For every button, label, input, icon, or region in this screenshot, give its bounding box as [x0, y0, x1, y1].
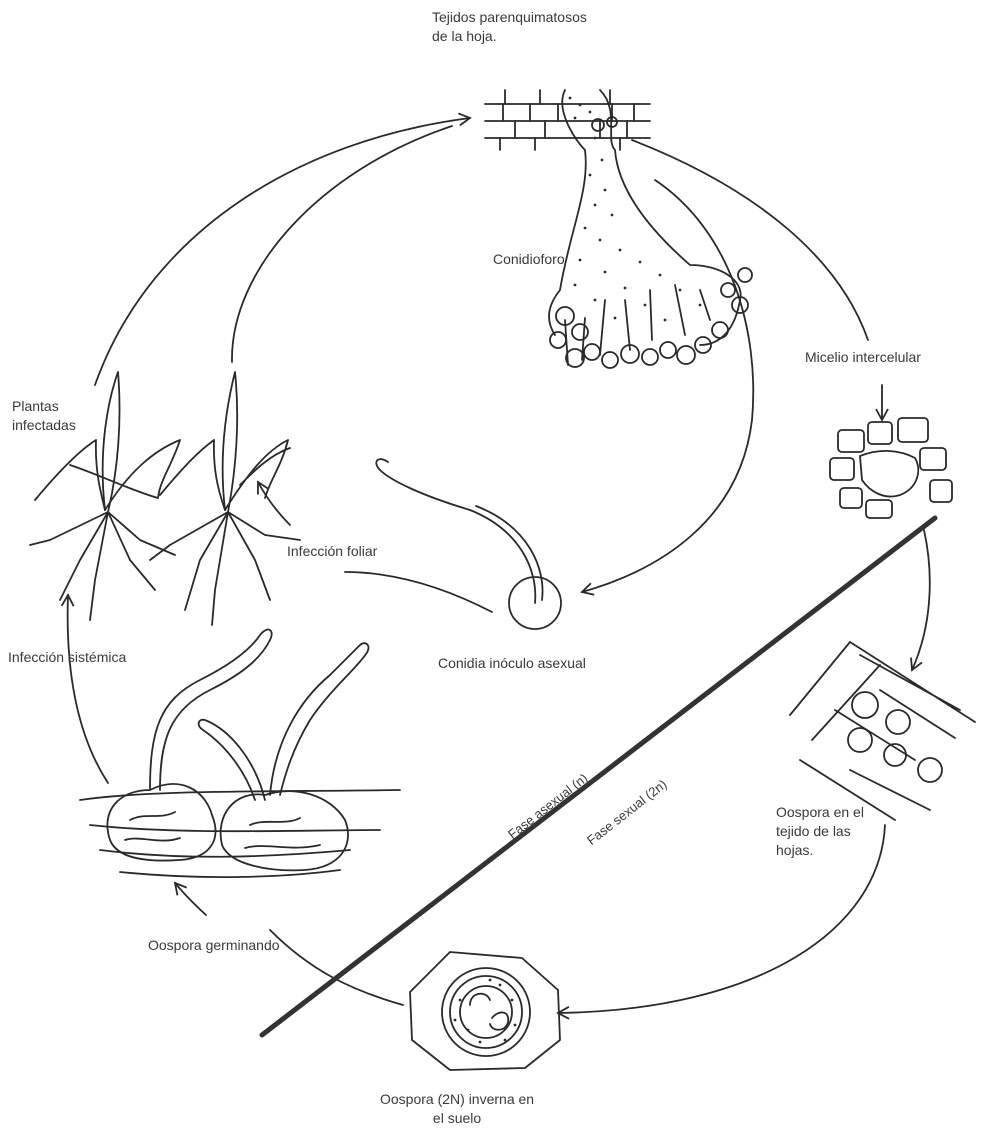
arrow-oospora-germinando — [175, 883, 206, 915]
label-infeccion-foliar: Infección foliar — [287, 542, 377, 561]
label-oospora-tejido: Oospora en el tejido de las hojas. — [776, 803, 864, 860]
label-tejidos: Tejidos parenquimatosos de la hoja. — [432, 8, 587, 46]
label-plantas-line2: infectadas — [12, 416, 76, 435]
arrow-tissue-to-micelio — [632, 140, 868, 340]
label-tejidos-line2: de la hoja. — [432, 27, 587, 46]
label-tejidos-line1: Tejidos parenquimatosos — [432, 8, 587, 27]
conidiophore-illustration — [549, 90, 752, 368]
arrow-conidia-to-plants — [345, 572, 492, 612]
label-oospora-inverna: Oospora (2N) inverna en el suelo — [380, 1090, 534, 1128]
oospore-stipple — [454, 979, 517, 1044]
label-oospora-tejido-line1: Oospora en el — [776, 803, 864, 822]
arrow-germinating-to-plants — [68, 595, 108, 783]
germinating-oospore-illustration — [80, 630, 400, 878]
label-conidioforo: Conidioforo — [493, 250, 565, 269]
label-infeccion-sistemica: Infección sistémica — [8, 648, 126, 667]
label-plantas-line1: Plantas — [12, 397, 76, 416]
leaf-tissue-illustration — [485, 90, 650, 150]
conidiophore-stipple — [569, 97, 702, 322]
label-plantas: Plantas infectadas — [12, 397, 76, 435]
overwintering-oospore-illustration — [410, 952, 560, 1070]
arrow-infeccion-foliar — [258, 482, 290, 525]
arrow-plants-to-tissue-inner — [232, 126, 452, 362]
conidium-illustration — [376, 459, 561, 629]
label-oospora-tejido-line3: hojas. — [776, 841, 864, 860]
oospore-in-leaf-tissue-illustration — [790, 642, 975, 820]
label-conidia: Conidia inóculo asexual — [438, 654, 586, 673]
arrow-micelio-to-oospore-tissue — [912, 530, 930, 670]
arrow-plants-to-tissue-outer — [95, 118, 470, 385]
label-oospora-inverna-line1: Oospora (2N) inverna en — [380, 1090, 534, 1109]
label-oospora-germinando: Oospora germinando — [148, 936, 280, 955]
intercellular-mycelium-illustration — [830, 418, 952, 518]
label-micelio: Micelio intercelular — [805, 348, 921, 367]
label-oospora-inverna-line2: el suelo — [380, 1109, 534, 1128]
label-oospora-tejido-line2: tejido de las — [776, 822, 864, 841]
arrow-conidiophore-to-conidia — [582, 180, 753, 592]
phase-divider-line — [262, 518, 935, 1035]
